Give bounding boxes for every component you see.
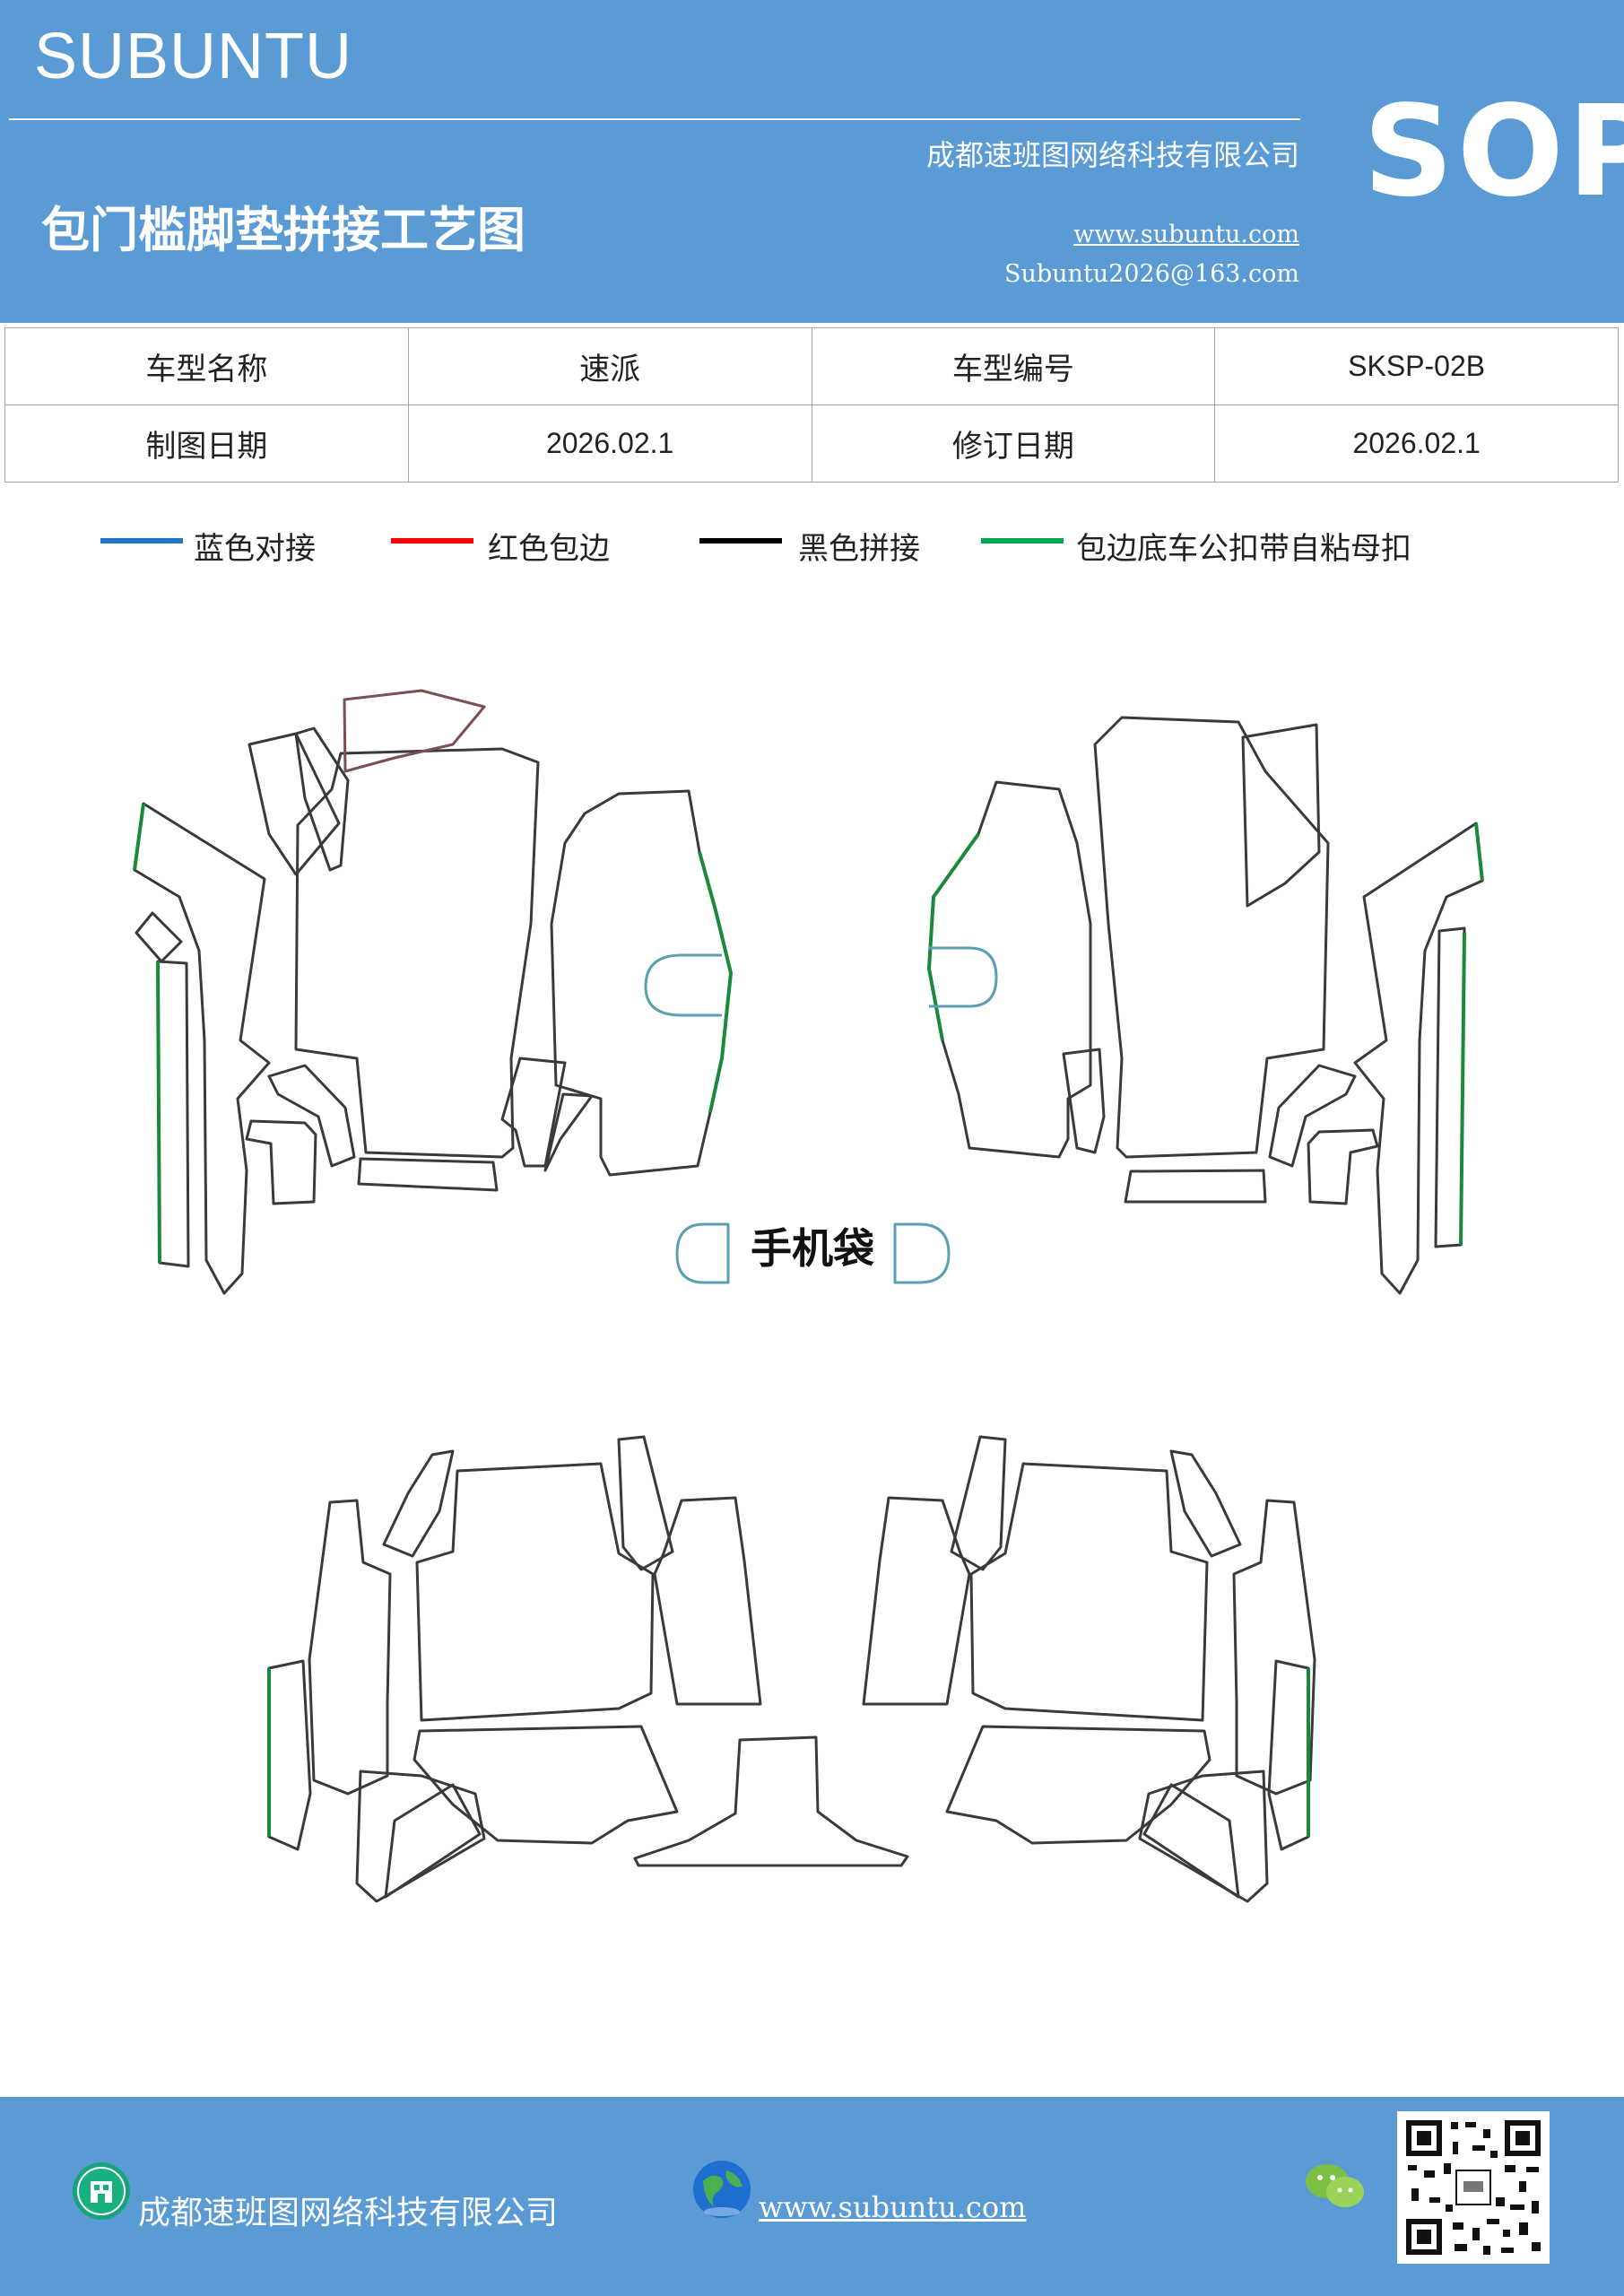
model-code-value: SKSP-02B [1214, 327, 1619, 405]
brand-name: SUBUNTU [34, 21, 353, 92]
front-left-small-block [245, 1119, 317, 1205]
building-icon [73, 2162, 130, 2220]
header-banner: SUBUNTU 成都速班图网络科技有限公司 包门槛脚垫拼接工艺图 www.sub… [0, 0, 1624, 323]
front-right-bottom-bar [1124, 1169, 1267, 1204]
rear-left-bottom-panel [413, 1725, 679, 1845]
vehicle-info-table: 车型名称 速派 车型编号 SKSP-02B 制图日期 2026.02.1 修订日… [4, 327, 1619, 483]
legend-label: 黑色拼接 [798, 531, 920, 567]
front-left-door-edge [698, 851, 733, 1113]
phone-pocket-label: 手机袋 [751, 1224, 874, 1273]
front-left-door-strip2 [543, 1092, 594, 1172]
rear-right-side-strip [1267, 1659, 1310, 1851]
wechat-icon[interactable] [1304, 2160, 1367, 2213]
front-left-small-diagonal [267, 1064, 356, 1168]
table-row: 制图日期 2026.02.1 修订日期 2026.02.1 [4, 404, 1619, 483]
legend-label: 蓝色对接 [194, 531, 316, 567]
legend-swatch [981, 538, 1064, 544]
front-left-upper-piece [343, 689, 486, 773]
front-right-small-block [1307, 1128, 1379, 1205]
email-address: Subuntu2026@163.com [1004, 260, 1299, 288]
front-right-main-mat [1093, 716, 1330, 1159]
revision-date-value: 2026.02.1 [1214, 404, 1619, 483]
legend-swatch [391, 538, 473, 544]
front-right-small-diagonal [1268, 1064, 1357, 1168]
front-right-pocket-cutout [929, 946, 998, 1008]
qr-code [1397, 2111, 1550, 2264]
rear-center-hump [633, 1735, 909, 1867]
rear-right-set [862, 1435, 1316, 1903]
front-right-upper-strip [1241, 723, 1321, 908]
model-name-label: 车型名称 [4, 327, 409, 405]
front-right-long-strip-edge [1459, 932, 1466, 1246]
front-left-door-mat [550, 789, 733, 1177]
front-left-long-strip [156, 960, 190, 1268]
draw-date-label: 制图日期 [4, 404, 409, 483]
table-row: 车型名称 速派 车型编号 SKSP-02B [4, 327, 1619, 405]
sop-badge: SOP [1363, 79, 1624, 225]
header-divider [9, 118, 1300, 120]
rear-right-main-mat [969, 1462, 1209, 1722]
legend-swatch [699, 538, 782, 544]
front-right-pillar-edge [1474, 822, 1484, 882]
rear-left-upper-strip [382, 1449, 455, 1558]
rear-left-pillar [308, 1499, 392, 1796]
front-left-bottom-bar [357, 1157, 499, 1192]
model-code-label: 车型编号 [811, 327, 1216, 405]
rear-left-main-mat [415, 1462, 655, 1722]
rear-right-bottom-panel [945, 1725, 1211, 1845]
footer-banner: 成都速班图网络科技有限公司 www.subuntu.com [0, 2097, 1624, 2296]
rear-left-corner-inner [384, 1783, 482, 1899]
line-legend: 蓝色对接 红色包边 黑色拼接 包边底车公扣带自粘母扣 [0, 520, 1624, 574]
front-left-pocket-cutout [644, 953, 722, 1017]
legend-label: 红色包边 [488, 531, 610, 567]
document-title: 包门槛脚垫拼接工艺图 [41, 201, 525, 258]
front-right-door-mat [927, 780, 1092, 1159]
rear-right-pillar [1232, 1499, 1316, 1796]
front-left-long-strip-edge [156, 961, 161, 1264]
front-left-diamond [135, 911, 183, 963]
rear-right-tunnel-side [862, 1496, 971, 1706]
front-left-pillar-edge [133, 803, 145, 871]
legend-label: 包边底车公扣带自粘母扣 [1076, 531, 1411, 567]
rear-right-corner [1138, 1770, 1269, 1903]
front-right-door-edge [927, 832, 980, 1041]
rear-left-tunnel-side [653, 1496, 762, 1706]
rear-right-left-strip [950, 1435, 1007, 1571]
footer-company-name: 成都速班图网络科技有限公司 [138, 2195, 559, 2231]
company-name: 成都速班图网络科技有限公司 [925, 138, 1299, 172]
front-left-pillar [133, 802, 271, 1295]
front-left-strip-inner [294, 726, 350, 872]
model-name-value: 速派 [407, 327, 812, 405]
rear-right-upper-strip [1169, 1449, 1242, 1558]
front-left-door-strip [500, 1057, 567, 1168]
rear-left-corner [355, 1770, 486, 1903]
front-left-main-mat [294, 747, 540, 1159]
phone-pocket-left [675, 1222, 730, 1284]
front-right-door-strip [1062, 1048, 1106, 1154]
globe-icon [693, 2161, 751, 2218]
front-left-strip [248, 732, 341, 876]
mat-layout-drawing: 手机袋 [133, 689, 1484, 1903]
front-right-pillar [1353, 822, 1484, 1295]
rear-left-right-strip [617, 1435, 674, 1571]
website-link[interactable]: www.subuntu.com [1073, 221, 1299, 248]
footer-website-link[interactable]: www.subuntu.com [759, 2190, 1027, 2224]
rear-left-side-strip [267, 1659, 312, 1851]
phone-pocket-right [893, 1222, 951, 1284]
rear-right-corner-inner [1142, 1783, 1240, 1899]
draw-date-value: 2026.02.1 [407, 404, 812, 483]
revision-date-label: 修订日期 [811, 404, 1216, 483]
front-right-set [927, 716, 1484, 1295]
legend-swatch [100, 538, 183, 544]
